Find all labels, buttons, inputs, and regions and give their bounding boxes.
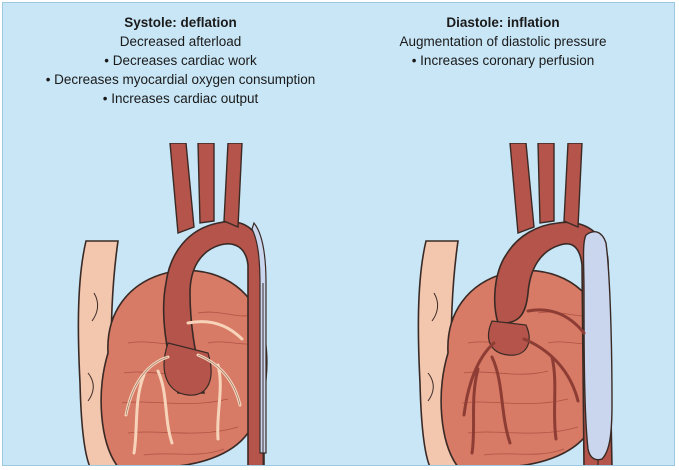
- systole-bullet: • Decreases myocardial oxygen consumptio…: [18, 70, 343, 89]
- heart-diastole-illustration: [388, 143, 658, 466]
- diastole-bullet: • Increases coronary perfusion: [353, 51, 653, 70]
- systole-subtitle: Decreased afterload: [18, 32, 343, 51]
- diastole-title: Diastole: inflation: [353, 13, 653, 32]
- diastole-subtitle: Augmentation of diastolic pressure: [353, 32, 653, 51]
- systole-title: Systole: deflation: [18, 13, 343, 32]
- balloon-catheter-inflated: [584, 232, 613, 460]
- systole-bullet: • Increases cardiac output: [18, 89, 343, 108]
- systole-caption: Systole: deflation Decreased afterload •…: [18, 13, 343, 108]
- diastole-caption: Diastole: inflation Augmentation of dias…: [353, 13, 653, 70]
- figure-frame: Systole: deflation Decreased afterload •…: [2, 2, 675, 466]
- heart-systole-illustration: [48, 143, 318, 466]
- systole-bullet: • Decreases cardiac work: [18, 51, 343, 70]
